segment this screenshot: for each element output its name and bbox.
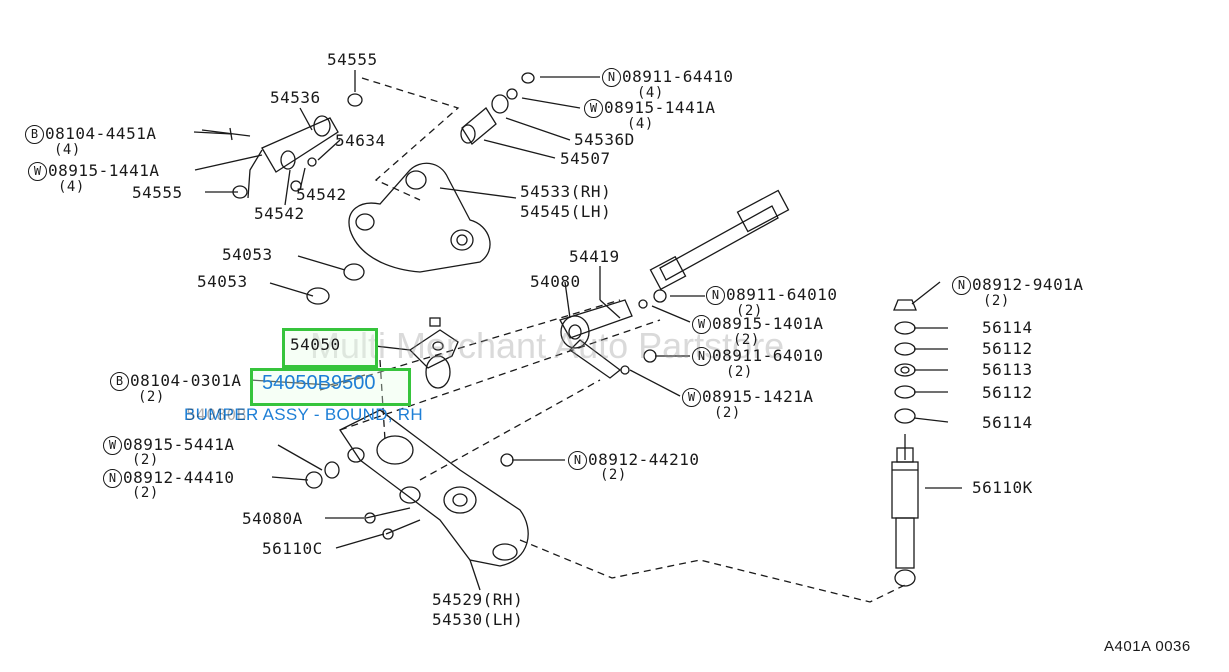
nut-mark-icon: N xyxy=(568,451,587,470)
washer-mark-icon: W xyxy=(682,388,701,407)
upper-arm-parts xyxy=(201,72,535,305)
qty-08912-9401A: (2) xyxy=(983,293,1010,309)
qty-08911-64010-b: (2) xyxy=(726,364,753,380)
label-54080: 54080 xyxy=(530,272,581,291)
nut-mark-icon: N xyxy=(706,286,725,305)
label-54050: 54050 xyxy=(290,335,341,354)
label-54536: 54536 xyxy=(270,88,321,107)
label-56113: 56113 xyxy=(982,360,1033,379)
label-54529-rh: 54529(RH) xyxy=(432,590,524,609)
lower-arm xyxy=(305,374,529,567)
label-54542-a: 54542 xyxy=(296,185,347,204)
label-56114-a: 56114 xyxy=(982,318,1033,337)
bumper-part xyxy=(408,317,459,389)
label-54545-lh: 54545(LH) xyxy=(520,202,612,221)
nut-mark-icon: N xyxy=(602,68,621,87)
qty-08915-1441A-right: (4) xyxy=(627,116,654,132)
label-54634: 54634 xyxy=(335,131,386,150)
label-56114-b: 56114 xyxy=(982,413,1033,432)
label-54080B: 54080B xyxy=(186,405,247,424)
nut-mark-icon: N xyxy=(103,469,122,488)
washer-mark-icon: W xyxy=(103,436,122,455)
label-56110K: 56110K xyxy=(972,478,1033,497)
qty-08915-1421A: (2) xyxy=(714,405,741,421)
qty-08912-44410: (2) xyxy=(132,485,159,501)
washer-mark-icon: W xyxy=(28,162,47,181)
qty-08911-64410: (4) xyxy=(637,85,664,101)
highlight-description: BUMPER ASSY - BOUND, RH xyxy=(184,405,423,424)
nut-mark-icon: N xyxy=(692,347,711,366)
label-56112-a: 56112 xyxy=(982,339,1033,358)
qty-08911-64010-a: (2) xyxy=(736,303,763,319)
qty-08915-1441A-left: (4) xyxy=(58,179,85,195)
washer-mark-icon: W xyxy=(692,315,711,334)
dashed-reference-lines xyxy=(319,77,906,603)
bolt-mark-icon: B xyxy=(25,125,44,144)
label-56110C: 56110C xyxy=(262,539,323,558)
bolt-mark-icon: B xyxy=(110,372,129,391)
label-54555-left: 54555 xyxy=(132,183,183,202)
torsion-bar xyxy=(559,189,790,379)
label-54419: 54419 xyxy=(569,247,620,266)
label-54053-a: 54053 xyxy=(222,245,273,264)
label-54053-b: 54053 xyxy=(197,272,248,291)
qty-08915-1401A: (2) xyxy=(733,332,760,348)
label-54530-lh: 54530(LH) xyxy=(432,610,524,629)
nut-mark-icon: N xyxy=(952,276,971,295)
highlight-part-number-box[interactable] xyxy=(250,368,411,406)
highlight-part-number: 54050B9500 xyxy=(262,372,376,394)
shock-absorber xyxy=(891,299,919,587)
label-54536D: 54536D xyxy=(574,130,635,149)
washer-mark-icon: W xyxy=(584,99,603,118)
label-54555-top: 54555 xyxy=(327,50,378,69)
qty-08912-44210: (2) xyxy=(600,467,627,483)
qty-08104-4451A: (4) xyxy=(54,142,81,158)
label-56112-b: 56112 xyxy=(982,383,1033,402)
leader-lines xyxy=(193,70,962,591)
qty-08104-0301A: (2) xyxy=(138,389,165,405)
label-54507: 54507 xyxy=(560,149,611,168)
label-54533-rh: 54533(RH) xyxy=(520,182,612,201)
diagram-code: A401A 0036 xyxy=(1104,638,1191,655)
label-54542-b: 54542 xyxy=(254,204,305,223)
highlight-part-box[interactable] xyxy=(282,328,378,368)
qty-08915-5441A: (2) xyxy=(132,452,159,468)
label-54080A: 54080A xyxy=(242,509,303,528)
